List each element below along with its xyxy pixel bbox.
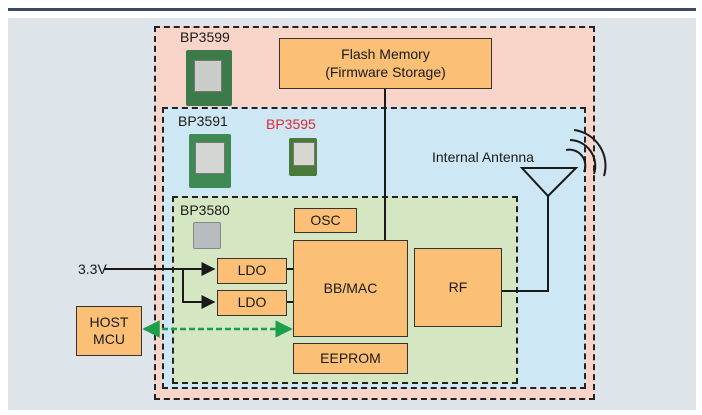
- eeprom-block: EEPROM: [293, 343, 408, 374]
- label-internal-antenna: Internal Antenna: [432, 149, 534, 165]
- osc-label: OSC: [310, 211, 341, 228]
- label-bp3595: BP3595: [266, 116, 316, 132]
- module-shield: [195, 142, 225, 174]
- label-bp3580: BP3580: [180, 202, 230, 218]
- antenna-icon: [519, 167, 579, 198]
- flash-subtitle: (Firmware Storage): [325, 63, 446, 80]
- bbmac-block: BB/MAC: [293, 240, 408, 337]
- bbmac-label: BB/MAC: [323, 279, 378, 296]
- label-3v3: 3.3V: [78, 261, 107, 277]
- mcu-label: MCU: [93, 331, 125, 347]
- module-photo-icon: [289, 138, 317, 176]
- label-bp3599: BP3599: [180, 29, 230, 45]
- module-shield: [293, 142, 315, 166]
- power-lines: [104, 262, 216, 309]
- top-rule: [8, 8, 696, 11]
- ldo-to-bbmac-lines: [287, 268, 294, 303]
- rf-to-antenna-line: [502, 196, 549, 292]
- ldo-label: LDO: [237, 262, 267, 279]
- ldo-label: LDO: [237, 294, 267, 311]
- module-photo-icon: [189, 134, 231, 188]
- osc-block: OSC: [294, 208, 357, 233]
- flash-title: Flash Memory: [341, 46, 430, 62]
- radio-waves-icon: [565, 129, 607, 177]
- host-label: HOST: [89, 313, 129, 330]
- host-mcu-block: HOST MCU: [76, 306, 142, 356]
- ldo-block-2: LDO: [217, 290, 287, 316]
- flash-memory-block: Flash Memory (Firmware Storage): [279, 38, 492, 89]
- rf-block: RF: [414, 248, 502, 327]
- module-photo-icon: [186, 50, 232, 106]
- module-shield: [194, 60, 222, 92]
- module-photo-icon: [193, 222, 221, 249]
- ldo-block-1: LDO: [217, 258, 287, 284]
- eeprom-label: EEPROM: [320, 349, 381, 366]
- label-bp3591: BP3591: [178, 113, 228, 129]
- rf-label: RF: [448, 278, 468, 295]
